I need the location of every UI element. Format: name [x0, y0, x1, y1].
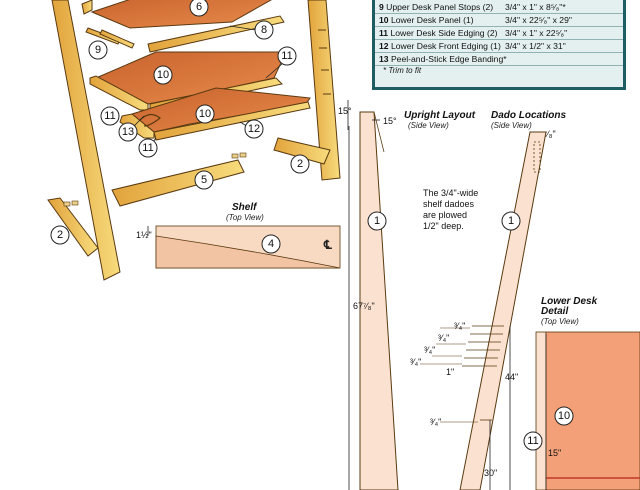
callout-10a: [153, 65, 173, 85]
row-size: 3/4" x 1/2" x 31": [501, 39, 623, 53]
upright-length: 67⁷⁄₈": [353, 301, 375, 311]
upright-subtitle: (Side View): [408, 121, 449, 130]
dado-height-44: 44": [505, 372, 518, 382]
dado-part-number: 1: [508, 215, 514, 227]
callout-11a: [277, 46, 297, 66]
exploded-view: 6 8 9 10 11 11 13 11 10 12 2 5 2: [47, 0, 341, 281]
dado-title: Dado Locations: [491, 110, 566, 121]
edging-8: [147, 15, 285, 53]
trim-note: * Trim to fit: [383, 66, 422, 75]
upright-angle-left: 15°: [338, 106, 352, 116]
lower-desk-part-b: 11: [527, 435, 538, 447]
callout-9: [88, 40, 108, 60]
table-row: 13 Peel-and-Stick Edge Banding*: [375, 52, 623, 66]
cut-list-table: 9 Upper Desk Panel Stops (2) 3/4" x 1" x…: [375, 1, 623, 66]
dado-subtitle: (Side View): [491, 121, 532, 130]
lower-desk-title-1: Lower Desk: [541, 296, 598, 307]
row-part: Lower Desk Side Edging (2): [390, 28, 498, 38]
dado-note-3: are plowed: [423, 210, 467, 220]
callout-5: [194, 170, 214, 190]
shelf-board-5: [111, 159, 245, 207]
table-row: 11 Lower Desk Side Edging (2) 3/4" x 1" …: [375, 26, 623, 40]
upper-desk-panel: [90, 0, 272, 29]
callout-6-label: 6: [196, 1, 202, 13]
callout-8: [254, 20, 274, 40]
dado-note-2: shelf dadoes: [423, 199, 475, 209]
svg-text:℄: ℄: [323, 238, 332, 252]
shelf-top-view: Shelf (Top View) 4 ℄ 1½": [136, 202, 341, 269]
dado-dim-4: ³⁄₄": [410, 357, 421, 367]
dado-top-dim: ⁷⁄₈": [544, 129, 556, 139]
upright-part-number: 1: [374, 215, 380, 227]
callout-5-label: 5: [201, 174, 207, 186]
callout-bubbles: [50, 0, 310, 245]
shelf-subtitle: (Top View): [226, 213, 264, 222]
dado-dim-5: 1": [446, 367, 454, 377]
shelf-part-number: 4: [268, 238, 274, 250]
shelf-dim: 1½": [136, 230, 152, 240]
dado-height-30: 30": [484, 468, 497, 478]
left-upright: [51, 0, 121, 281]
row-part: Lower Desk Panel (1): [390, 15, 474, 25]
row-part: Upper Desk Panel Stops (2): [386, 2, 494, 12]
callout-12: [244, 119, 264, 139]
dado-dim-6: ³⁄₄": [430, 417, 441, 427]
lower-desk-dim: 15": [548, 448, 561, 458]
lower-desk-part-a: 10: [558, 410, 570, 422]
callout-11b-label: 11: [104, 110, 115, 122]
callout-11b: [100, 106, 120, 126]
lower-desk-subtitle: (Top View): [541, 317, 579, 326]
row-size: *: [503, 54, 507, 64]
table-row: 10 Lower Desk Panel (1) 3/4" x 22⁵⁄₈" x …: [375, 13, 623, 27]
callout-10b: [195, 104, 215, 124]
table-row: 12 Lower Desk Front Edging (1) 3/4" x 1/…: [375, 39, 623, 53]
stop-9b: [99, 29, 135, 49]
callout-13-label: 13: [122, 126, 134, 138]
callout-11a-label: 11: [281, 50, 292, 62]
row-num: 11: [379, 28, 389, 38]
row-size: 3/4" x 1" x 8⁵⁄₈"*: [501, 1, 623, 14]
lower-desk-title-2: Detail: [541, 306, 568, 317]
row-size: 3/4" x 1" x 22⁵⁄₈": [501, 26, 623, 40]
callout-11c: [138, 138, 158, 158]
upright-layout: Upright Layout (Side View) 15° 15° 1 67⁷…: [338, 100, 476, 490]
row-part: Peel-and-Stick Edge Banding: [390, 54, 504, 64]
right-upright: [307, 0, 341, 181]
cut-list-panel: 9 Upper Desk Panel Stops (2) 3/4" x 1" x…: [372, 0, 626, 90]
upright-title: Upright Layout: [404, 110, 476, 121]
row-num: 13: [379, 54, 389, 64]
table-row: 9 Upper Desk Panel Stops (2) 3/4" x 1" x…: [375, 1, 623, 14]
upright-angle-right: 15°: [383, 116, 397, 126]
dado-note-4: 1/2" deep.: [423, 221, 464, 231]
lower-desk-detail: Lower Desk Detail (Top View) 10 11 15": [523, 296, 640, 490]
callout-6: [189, 0, 209, 17]
callout-10a-label: 10: [157, 69, 169, 81]
callout-2a: [290, 154, 310, 174]
callout-2b-label: 2: [57, 229, 63, 241]
row-size: 3/4" x 22⁵⁄₈" x 29": [501, 13, 623, 27]
dado-locations: Dado Locations (Side View) ⁷⁄₈" 1 The 3/…: [410, 110, 566, 490]
row-part: Lower Desk Front Edging (1): [390, 41, 501, 51]
dado-dim-1: ³⁄₄": [454, 321, 465, 331]
row-num: 9: [379, 2, 384, 12]
row-num: 10: [379, 15, 389, 25]
callout-10b-label: 10: [199, 108, 211, 120]
foot-left: [47, 197, 99, 257]
callout-12-label: 12: [248, 123, 260, 135]
dado-note-1: The 3/4"-wide: [423, 188, 478, 198]
callout-9-label: 9: [95, 44, 101, 56]
dado-dim-3: ³⁄₄": [424, 345, 435, 355]
callout-13: [118, 122, 138, 142]
shelf-title: Shelf: [232, 202, 258, 213]
foot-right: [273, 137, 331, 165]
callout-11c-label: 11: [142, 142, 153, 154]
row-num: 12: [379, 41, 389, 51]
callout-2a-label: 2: [297, 158, 303, 170]
callout-8-label: 8: [261, 24, 267, 36]
dado-dim-2: ³⁄₄": [438, 333, 449, 343]
callout-2b: [50, 225, 70, 245]
